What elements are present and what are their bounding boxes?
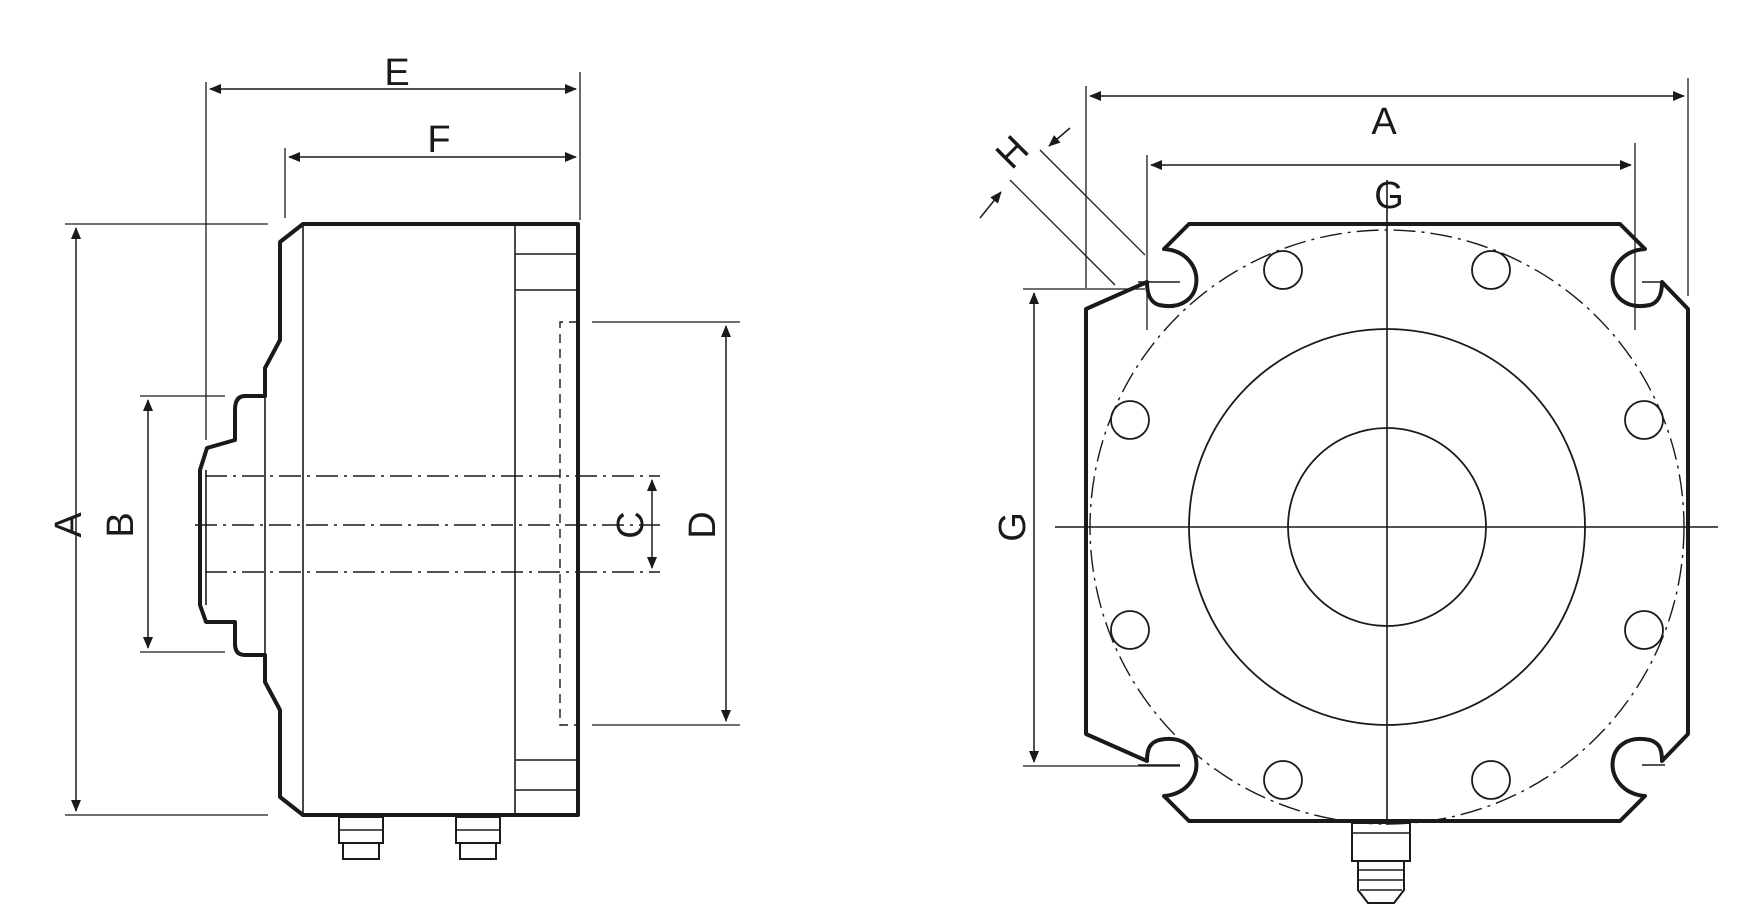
side-body-outline [198, 222, 580, 817]
side-connector-left [338, 816, 384, 860]
bolt-hole [1471, 760, 1511, 800]
label-side-C: C [610, 511, 652, 538]
bolt-hole [1471, 250, 1511, 290]
front-body-outline [1084, 222, 1690, 823]
bolt-hole [1263, 760, 1303, 800]
bolt-hole [1263, 250, 1303, 290]
side-hidden-bore [559, 321, 578, 726]
dim-front-H-arrow-bottom [979, 191, 1002, 219]
side-view: A B C D E F [48, 52, 740, 860]
bolt-hole [1624, 610, 1664, 650]
front-connector [1351, 822, 1411, 904]
front-bolt-holes [1110, 250, 1664, 800]
front-view: A G G H [979, 78, 1718, 904]
label-front-A: A [1371, 101, 1397, 143]
label-side-D: D [682, 511, 724, 538]
label-side-B: B [100, 512, 142, 537]
dim-front-H-arrow-top [1048, 127, 1071, 147]
bolt-hole [1110, 400, 1150, 440]
label-side-E: E [384, 52, 409, 94]
bolt-hole [1110, 610, 1150, 650]
label-side-F: F [427, 119, 450, 161]
label-side-A: A [48, 512, 90, 538]
bolt-hole [1624, 400, 1664, 440]
label-front-G-top: G [1374, 175, 1404, 217]
label-front-G-left: G [992, 512, 1034, 542]
label-front-H: H [988, 128, 1037, 177]
side-connector-right [455, 816, 501, 860]
